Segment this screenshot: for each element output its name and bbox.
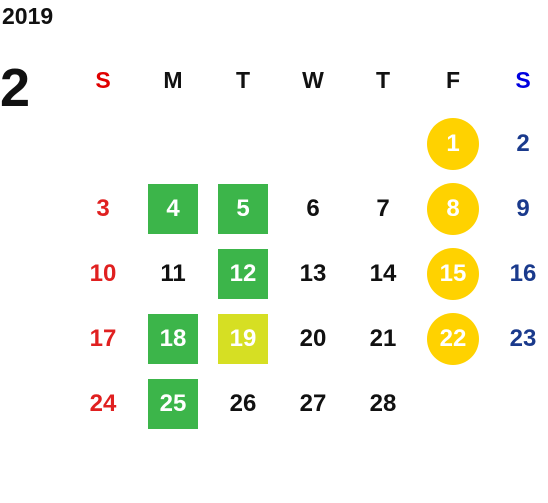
day-cell[interactable]: 15 xyxy=(418,238,488,303)
weekday-label: M xyxy=(163,66,183,93)
day-cell xyxy=(488,368,548,433)
day-number[interactable]: 13 xyxy=(299,259,327,287)
day-number[interactable]: 25 xyxy=(148,378,198,429)
weekday-header-friday: F xyxy=(418,52,488,108)
weekday-header-monday: M xyxy=(138,52,208,108)
day-number[interactable]: 1 xyxy=(427,117,479,170)
weekday-label: T xyxy=(375,66,391,93)
day-cell[interactable]: 9 xyxy=(488,173,548,238)
calendar-grid: S M T W T F S 1 2 3 4 5 6 7 8 9 10 11 12… xyxy=(68,52,548,433)
day-number[interactable]: 19 xyxy=(218,313,268,364)
day-cell xyxy=(348,108,418,173)
day-cell[interactable]: 7 xyxy=(348,173,418,238)
day-cell[interactable]: 17 xyxy=(68,303,138,368)
day-number[interactable]: 10 xyxy=(89,259,117,287)
weekday-label: S xyxy=(515,66,531,93)
weekday-header-wednesday: W xyxy=(278,52,348,108)
day-cell[interactable]: 19 xyxy=(208,303,278,368)
day-cell[interactable]: 20 xyxy=(278,303,348,368)
day-cell[interactable]: 3 xyxy=(68,173,138,238)
day-cell xyxy=(138,108,208,173)
day-number[interactable]: 7 xyxy=(376,194,390,222)
weekday-header-tuesday: T xyxy=(208,52,278,108)
day-number[interactable]: 16 xyxy=(509,259,537,287)
day-number[interactable]: 18 xyxy=(148,313,198,364)
day-number[interactable]: 24 xyxy=(89,389,117,417)
day-number[interactable]: 23 xyxy=(509,324,537,352)
weekday-header-sunday: S xyxy=(68,52,138,108)
weekday-label: T xyxy=(235,66,251,93)
day-cell[interactable]: 27 xyxy=(278,368,348,433)
day-number[interactable]: 11 xyxy=(160,259,186,287)
weekday-header-saturday: S xyxy=(488,52,548,108)
weekday-label: S xyxy=(95,66,111,93)
day-cell[interactable]: 11 xyxy=(138,238,208,303)
day-number[interactable]: 17 xyxy=(89,324,117,352)
day-cell[interactable]: 25 xyxy=(138,368,208,433)
day-number[interactable]: 20 xyxy=(299,324,327,352)
day-number[interactable]: 14 xyxy=(369,259,397,287)
day-number[interactable]: 22 xyxy=(427,312,479,365)
day-cell[interactable]: 2 xyxy=(488,108,548,173)
day-cell[interactable]: 18 xyxy=(138,303,208,368)
day-number[interactable]: 15 xyxy=(427,247,479,300)
day-cell[interactable]: 21 xyxy=(348,303,418,368)
day-cell[interactable]: 23 xyxy=(488,303,548,368)
day-cell[interactable]: 8 xyxy=(418,173,488,238)
day-cell[interactable]: 16 xyxy=(488,238,548,303)
day-cell[interactable]: 14 xyxy=(348,238,418,303)
month-number: 2 xyxy=(0,58,31,118)
day-number[interactable]: 27 xyxy=(299,389,327,417)
day-cell[interactable]: 4 xyxy=(138,173,208,238)
day-number[interactable]: 28 xyxy=(369,389,397,417)
day-cell[interactable]: 12 xyxy=(208,238,278,303)
day-cell[interactable]: 5 xyxy=(208,173,278,238)
day-number[interactable]: 9 xyxy=(516,194,530,222)
day-cell xyxy=(68,108,138,173)
day-cell[interactable]: 22 xyxy=(418,303,488,368)
day-number[interactable]: 4 xyxy=(148,183,198,234)
day-number[interactable]: 3 xyxy=(96,194,110,222)
day-cell[interactable]: 13 xyxy=(278,238,348,303)
day-number[interactable]: 8 xyxy=(427,182,479,235)
day-number[interactable]: 6 xyxy=(306,194,320,222)
day-cell[interactable]: 28 xyxy=(348,368,418,433)
weekday-header-thursday: T xyxy=(348,52,418,108)
day-number[interactable]: 5 xyxy=(218,183,268,234)
day-number[interactable]: 26 xyxy=(229,389,257,417)
day-cell[interactable]: 6 xyxy=(278,173,348,238)
day-number[interactable]: 12 xyxy=(218,248,268,299)
weekday-label: F xyxy=(445,66,461,93)
day-cell[interactable]: 1 xyxy=(418,108,488,173)
day-cell xyxy=(278,108,348,173)
day-cell[interactable]: 24 xyxy=(68,368,138,433)
year-label: 2019 xyxy=(2,3,54,29)
day-number[interactable]: 2 xyxy=(516,129,530,157)
day-number[interactable]: 21 xyxy=(369,324,397,352)
weekday-label: W xyxy=(302,66,324,93)
day-cell[interactable]: 10 xyxy=(68,238,138,303)
day-cell xyxy=(418,368,488,433)
day-cell xyxy=(208,108,278,173)
day-cell[interactable]: 26 xyxy=(208,368,278,433)
